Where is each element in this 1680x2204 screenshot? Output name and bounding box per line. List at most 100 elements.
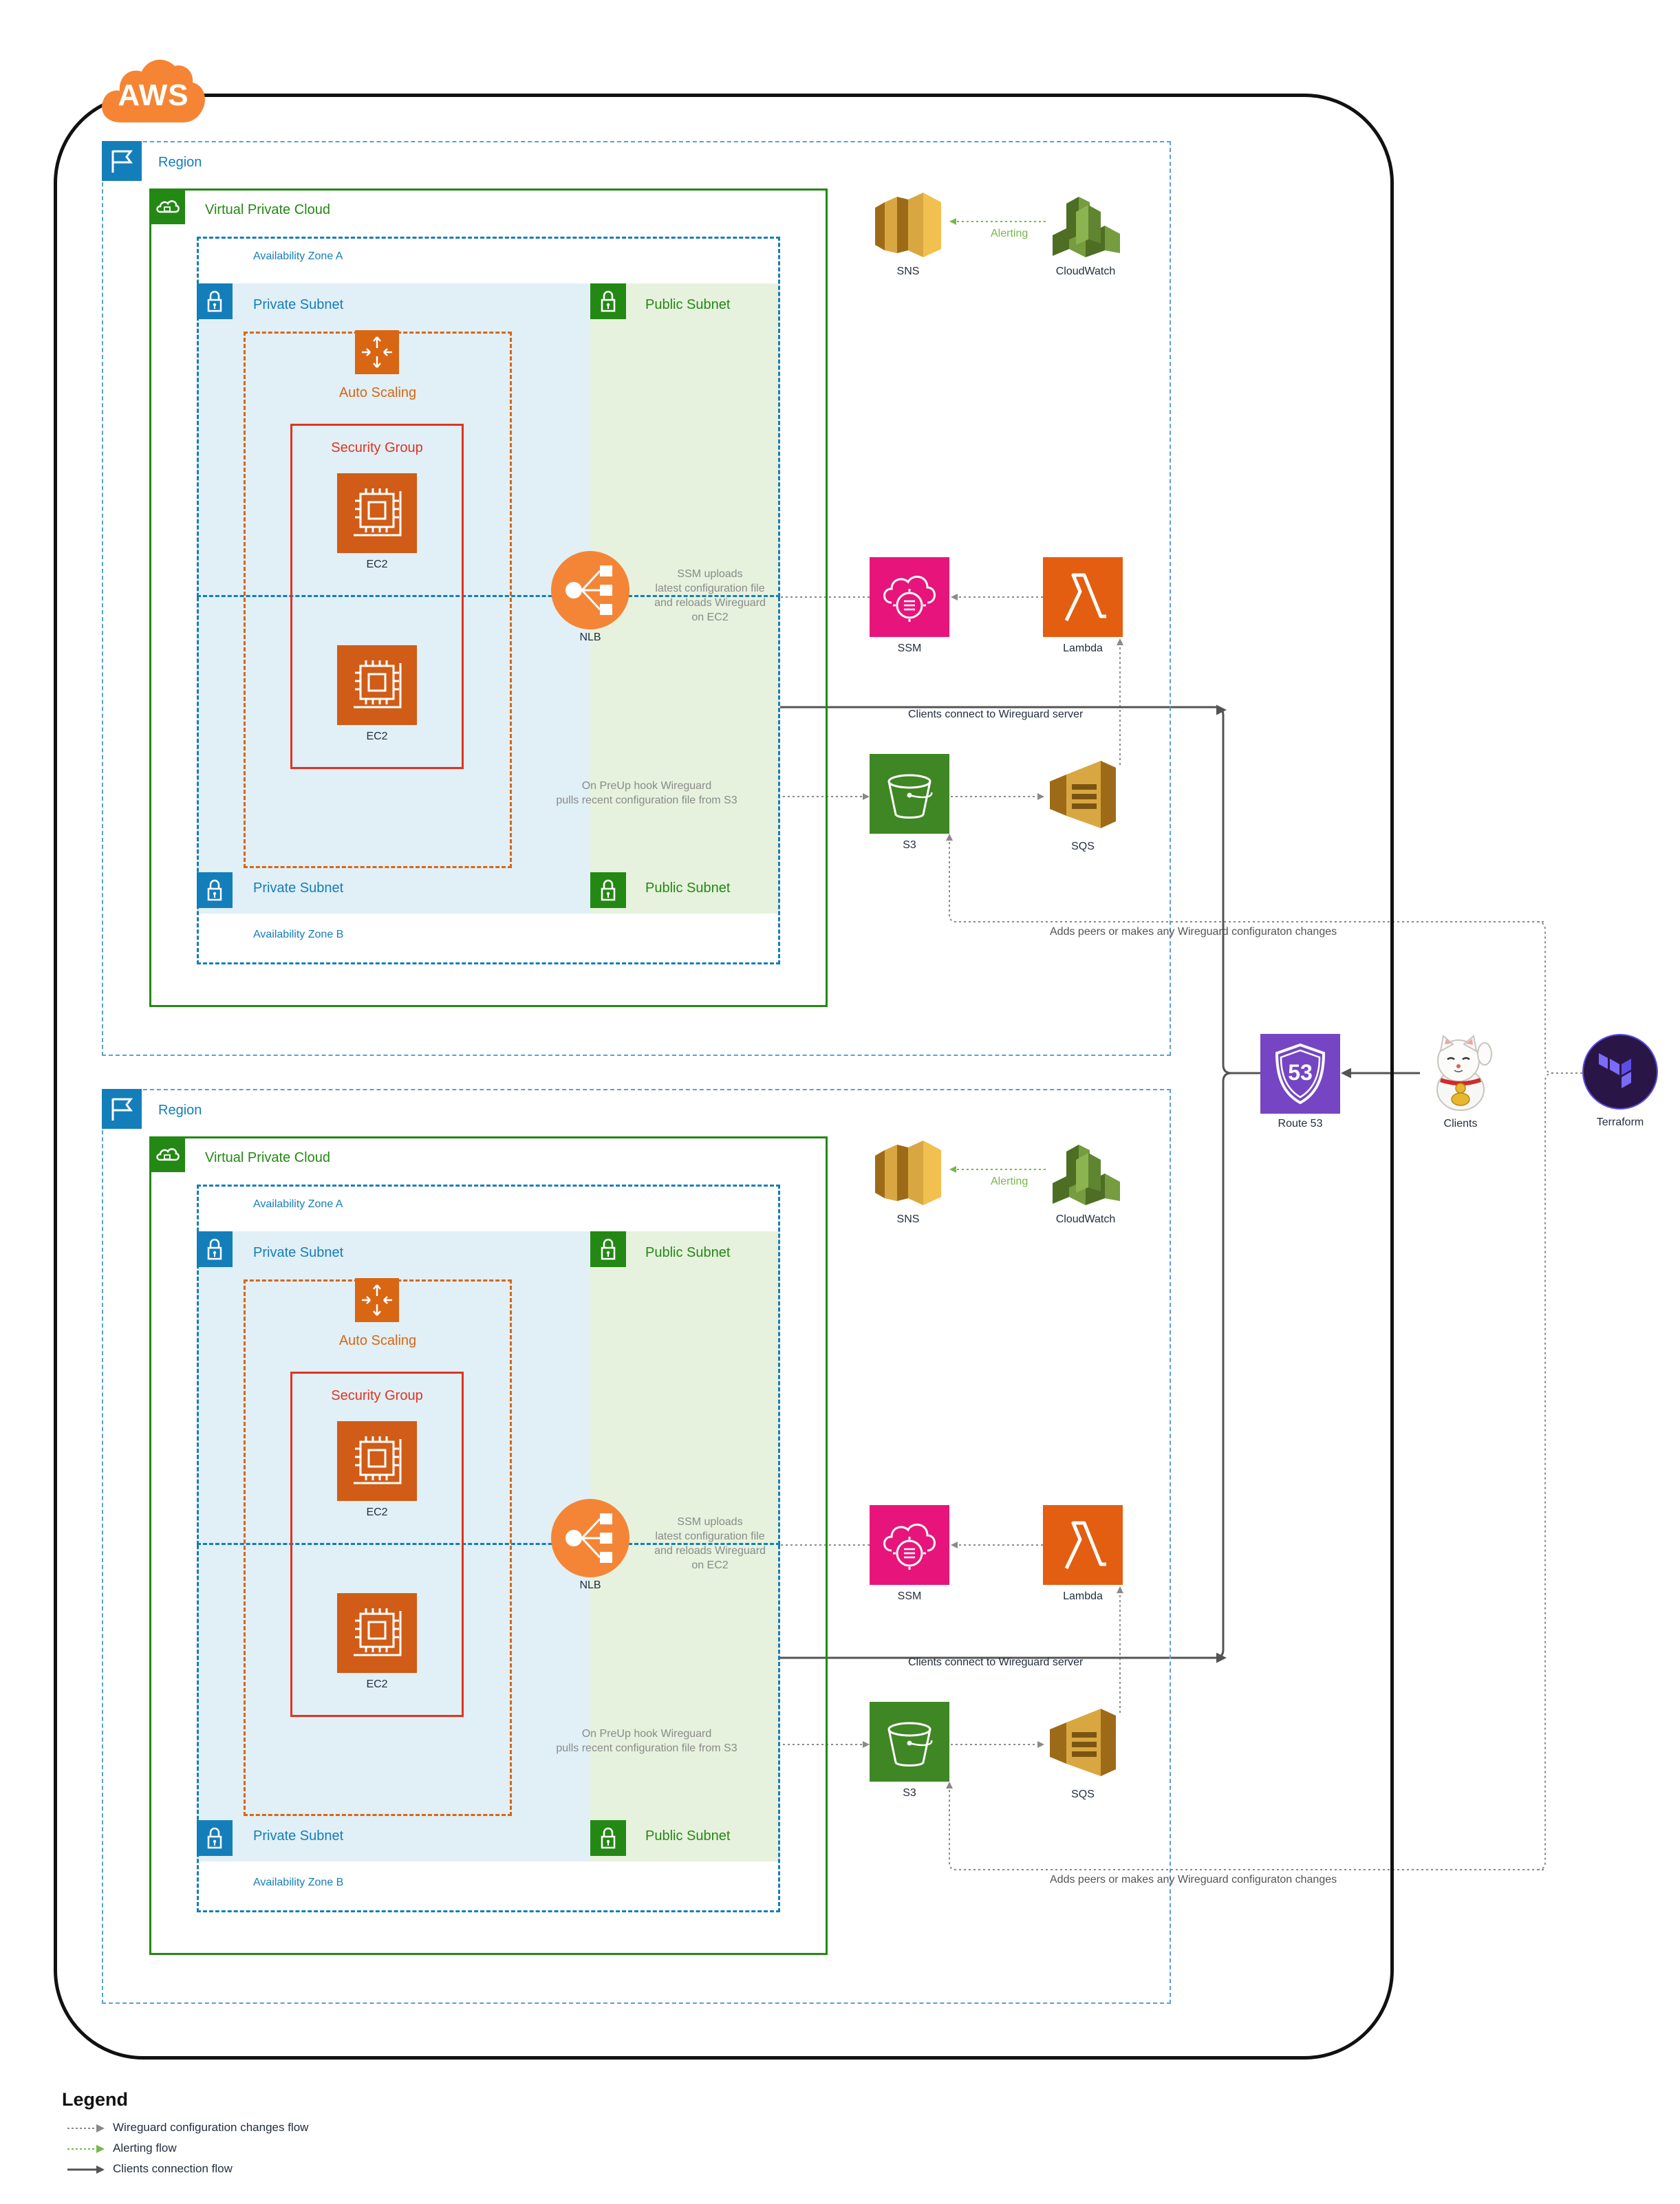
nlb-icon[interactable] xyxy=(550,550,630,630)
ec2-instance-a-icon[interactable] xyxy=(337,1421,417,1501)
nlb-label: NLB xyxy=(579,631,601,643)
vpc-boundary xyxy=(149,1136,828,1955)
s3-label: S3 xyxy=(903,1787,916,1799)
ec2-instance-b-icon[interactable] xyxy=(337,1593,417,1673)
route53-label: Route 53 xyxy=(1278,1118,1323,1130)
cloudwatch-icon[interactable] xyxy=(1046,1132,1126,1212)
public-subnet-a xyxy=(590,1231,780,1545)
security-group xyxy=(290,424,464,769)
s3-label: S3 xyxy=(903,839,916,851)
region-flag-icon xyxy=(102,141,142,181)
public-subnet-b xyxy=(590,597,780,914)
availability-zone-b xyxy=(197,597,780,964)
sqs-icon[interactable] xyxy=(1043,1702,1123,1782)
public-subnet-b xyxy=(590,1545,780,1861)
region-flag-icon xyxy=(102,1089,142,1129)
ssm-icon[interactable] xyxy=(870,557,949,637)
auto-scaling-icon xyxy=(355,1278,399,1322)
route53-badge-text: 53 xyxy=(1288,1060,1313,1085)
sns-icon[interactable] xyxy=(868,184,948,264)
preup-hook-note-line: pulls recent configuration file from S3 xyxy=(556,795,737,806)
ssm-upload-note-line: and reloads Wireguard xyxy=(654,597,766,609)
private-subnet-a-lock-icon xyxy=(197,283,233,319)
lambda-icon[interactable] xyxy=(1043,557,1123,637)
sqs-icon[interactable] xyxy=(1043,754,1123,834)
sqs-label: SQS xyxy=(1071,841,1095,852)
legend-line-swatch xyxy=(67,2165,105,2174)
vpc-cloud-icon xyxy=(149,1136,185,1172)
public-subnet-b-lock-icon xyxy=(590,1820,626,1856)
private-subnet-b-label: Private Subnet xyxy=(253,880,344,896)
ssm-upload-note-line: and reloads Wireguard xyxy=(654,1545,766,1557)
aws-cloud-icon xyxy=(102,59,205,122)
sns-icon[interactable] xyxy=(868,1132,948,1212)
ec2-a-label: EC2 xyxy=(366,1506,388,1518)
security-group-label: Security Group xyxy=(331,1388,423,1403)
region-boundary xyxy=(102,1089,1171,2004)
lambda-label: Lambda xyxy=(1063,642,1103,654)
legend-item-label: Wireguard configuration changes flow xyxy=(113,2121,309,2134)
ssm-icon[interactable] xyxy=(870,1505,949,1585)
public-subnet-a xyxy=(590,283,780,597)
preup-hook-note-line: On PreUp hook Wireguard xyxy=(581,780,712,792)
legend-item: Alerting flow xyxy=(66,2141,424,2157)
clients-cat-icon[interactable] xyxy=(1424,1030,1497,1113)
public-subnet-b-label: Public Subnet xyxy=(645,1828,731,1844)
s3-icon[interactable] xyxy=(870,1702,949,1782)
public-subnet-b-lock-icon xyxy=(590,872,626,908)
vpc-cloud-icon xyxy=(149,188,185,224)
public-subnet-a-lock-icon xyxy=(590,1231,626,1267)
legend-title: Legend xyxy=(62,2089,129,2110)
az-b-label: Availability Zone B xyxy=(253,929,344,940)
private-subnet-a-lock-icon xyxy=(197,1231,233,1267)
ec2-instance-a-icon[interactable] xyxy=(337,473,417,553)
legend-line-swatch xyxy=(67,2145,105,2153)
cloudwatch-icon[interactable] xyxy=(1046,184,1126,264)
legend-item-label: Alerting flow xyxy=(113,2141,177,2154)
region-label: Region xyxy=(158,1103,202,1118)
terraform-icon[interactable] xyxy=(1582,1034,1658,1110)
nlb-label: NLB xyxy=(579,1579,601,1591)
sns-label: SNS xyxy=(896,266,920,277)
region-boundary xyxy=(102,141,1171,1056)
ssm-upload-note-line: on EC2 xyxy=(691,612,729,623)
az-b-label: Availability Zone B xyxy=(253,1877,344,1888)
ec2-instance-b-icon[interactable] xyxy=(337,645,417,725)
ec2-b-label: EC2 xyxy=(366,731,388,742)
adds-peers-note: Adds peers or makes any Wireguard config… xyxy=(1050,1874,1337,1886)
private-subnet-a-label: Private Subnet xyxy=(253,1245,344,1260)
legend-item: Clients connection flow xyxy=(66,2161,424,2178)
sqs-label: SQS xyxy=(1071,1789,1095,1800)
public-subnet-a-label: Public Subnet xyxy=(645,1245,731,1260)
ssm-upload-note-line: SSM uploads xyxy=(677,568,743,580)
availability-zone-b xyxy=(197,1545,780,1912)
route53-icon[interactable]: 53 xyxy=(1260,1034,1340,1114)
auto-scaling-label: Auto Scaling xyxy=(338,385,417,400)
region-label: Region xyxy=(158,155,202,170)
private-subnet-b-label: Private Subnet xyxy=(253,1828,344,1844)
nlb-icon[interactable] xyxy=(550,1498,630,1578)
security-group-label: Security Group xyxy=(331,440,423,455)
ssm-upload-note-line: latest configuration file xyxy=(655,1531,765,1542)
legend-item-label: Clients connection flow xyxy=(113,2162,233,2175)
ec2-b-label: EC2 xyxy=(366,1678,388,1690)
s3-icon[interactable] xyxy=(870,754,949,834)
ssm-label: SSM xyxy=(897,1590,922,1602)
auto-scaling-icon xyxy=(355,330,399,374)
vpc-boundary xyxy=(149,188,828,1007)
ssm-label: SSM xyxy=(897,642,922,654)
lambda-icon[interactable] xyxy=(1043,1505,1123,1585)
clients-label: Clients xyxy=(1443,1118,1478,1130)
clients-connect-note: Clients connect to Wireguard server xyxy=(908,709,1084,720)
lambda-label: Lambda xyxy=(1063,1590,1103,1602)
security-group xyxy=(290,1372,464,1717)
ec2-a-label: EC2 xyxy=(366,559,388,570)
availability-zone-a xyxy=(197,237,780,597)
alerting-label: Alerting xyxy=(991,228,1029,239)
availability-zone-a xyxy=(197,1185,780,1545)
legend-line-swatch xyxy=(67,2124,105,2132)
